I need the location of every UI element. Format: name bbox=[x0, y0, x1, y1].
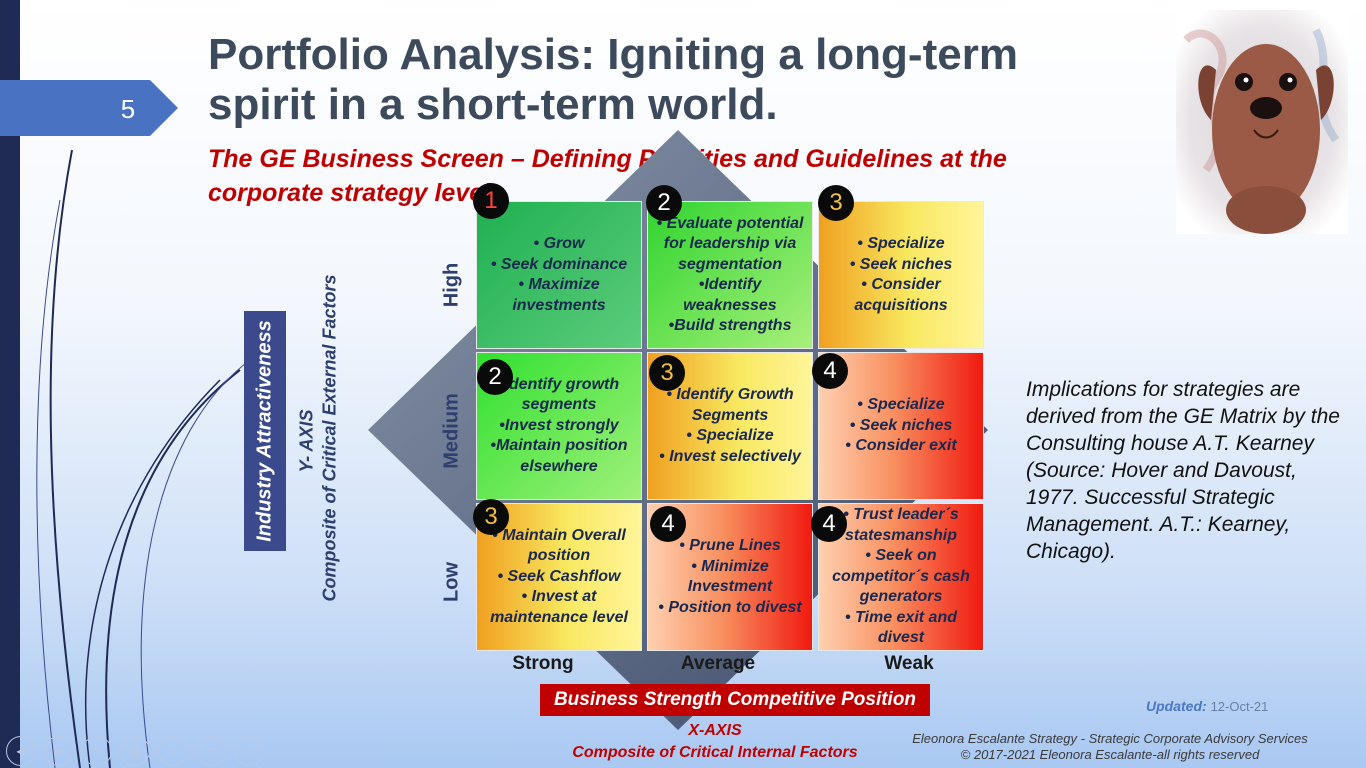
matrix-cell-medium-strong: •Identify growth segments •Invest strong… bbox=[476, 352, 642, 500]
footer-line-2: © 2017-2021 Eleonora Escalante-all right… bbox=[960, 747, 1260, 762]
y-axis-name: Y- AXIS bbox=[296, 409, 317, 473]
priority-badge: 4 bbox=[650, 506, 686, 542]
column-label-average: Average bbox=[680, 653, 756, 674]
pen-icon[interactable]: ✎ bbox=[82, 736, 112, 766]
slide-number: 5 bbox=[120, 94, 136, 124]
previous-slide-icon[interactable]: ◀ bbox=[6, 736, 36, 766]
cell-text: • Specialize • Seek niches • Consider ac… bbox=[849, 235, 953, 314]
x-axis-description: Composite of Critical Internal Factors bbox=[572, 744, 858, 761]
priority-badge: 2 bbox=[477, 359, 513, 395]
cell-text: • Maintain Overall position • Seek Cashf… bbox=[490, 526, 628, 626]
cell-text: •Identify growth segments •Invest strong… bbox=[490, 375, 628, 475]
page-subtitle: The GE Business Screen – Defining Priori… bbox=[208, 145, 1007, 207]
priority-badge: 1 bbox=[473, 183, 509, 219]
y-axis-title: Industry Attractiveness bbox=[253, 320, 276, 542]
dog-portrait bbox=[1176, 10, 1348, 234]
cell-text: • Trust leader´s statesmanship • Seek on… bbox=[832, 506, 970, 647]
x-axis-caption: X-AXIS Composite of Critical Internal Fa… bbox=[560, 720, 870, 764]
row-label-medium: Medium bbox=[440, 393, 463, 469]
priority-badge: 3 bbox=[818, 185, 854, 221]
x-axis-name: X-AXIS bbox=[688, 722, 742, 739]
y-axis-label-box bbox=[244, 311, 286, 551]
next-slide-icon[interactable]: ▶ bbox=[44, 736, 74, 766]
footer: Eleonora Escalante Strategy - Strategic … bbox=[880, 731, 1340, 763]
row-label-low: Low bbox=[440, 562, 463, 602]
slides-grid-icon[interactable]: ▦ bbox=[120, 736, 150, 766]
footer-line-1: Eleonora Escalante Strategy - Strategic … bbox=[912, 731, 1308, 746]
slide-number-tab bbox=[0, 80, 178, 136]
column-label-strong: Strong bbox=[512, 653, 574, 674]
zoom-icon[interactable]: ⌕ bbox=[158, 736, 188, 766]
x-axis-title: Business Strength Competitive Position bbox=[540, 684, 930, 716]
matrix-cell-high-strong: • Grow • Seek dominance • Maximize inves… bbox=[476, 201, 642, 349]
cell-text: • Grow • Seek dominance • Maximize inves… bbox=[490, 235, 628, 314]
priority-badge: 4 bbox=[812, 353, 848, 389]
cell-text: • Identify Growth Segments • Specialize … bbox=[659, 386, 801, 465]
screen-icon[interactable]: ▭ bbox=[196, 736, 226, 766]
cell-text: • Evaluate potential for leadership via … bbox=[656, 214, 804, 335]
updated-stamp: Updated: 12-Oct-21 bbox=[1146, 698, 1268, 714]
matrix-cell-medium-weak: • Specialize • Seek niches • Consider ex… bbox=[818, 352, 984, 500]
priority-badge: 3 bbox=[473, 499, 509, 535]
decorative-swirl bbox=[36, 149, 251, 768]
column-label-weak: Weak bbox=[884, 653, 934, 674]
cell-text: • Prune Lines • Minimize Investment • Po… bbox=[658, 537, 802, 616]
priority-badge: 3 bbox=[649, 355, 685, 391]
updated-label: Updated: bbox=[1146, 698, 1207, 714]
page-title: Portfolio Analysis: Igniting a long-term… bbox=[208, 30, 1018, 129]
priority-badge: 2 bbox=[646, 185, 682, 221]
implications-text: Implications for strategies are derived … bbox=[1026, 378, 1340, 563]
more-options-icon[interactable]: ⋯ bbox=[234, 736, 264, 766]
y-axis-description: Composite of Critical External Factors bbox=[319, 274, 340, 602]
matrix-cell-high-average: • Evaluate potential for leadership via … bbox=[647, 201, 813, 349]
left-accent-bar bbox=[0, 0, 20, 768]
matrix-cell-high-weak: • Specialize • Seek niches • Consider ac… bbox=[818, 201, 984, 349]
presenter-controls: ◀ ▶ ✎ ▦ ⌕ ▭ ⋯ bbox=[6, 736, 264, 766]
priority-badge: 4 bbox=[811, 506, 847, 542]
row-label-high: High bbox=[440, 262, 463, 308]
updated-date: 12-Oct-21 bbox=[1210, 699, 1269, 714]
cell-text: • Specialize • Seek niches • Consider ex… bbox=[845, 396, 957, 455]
